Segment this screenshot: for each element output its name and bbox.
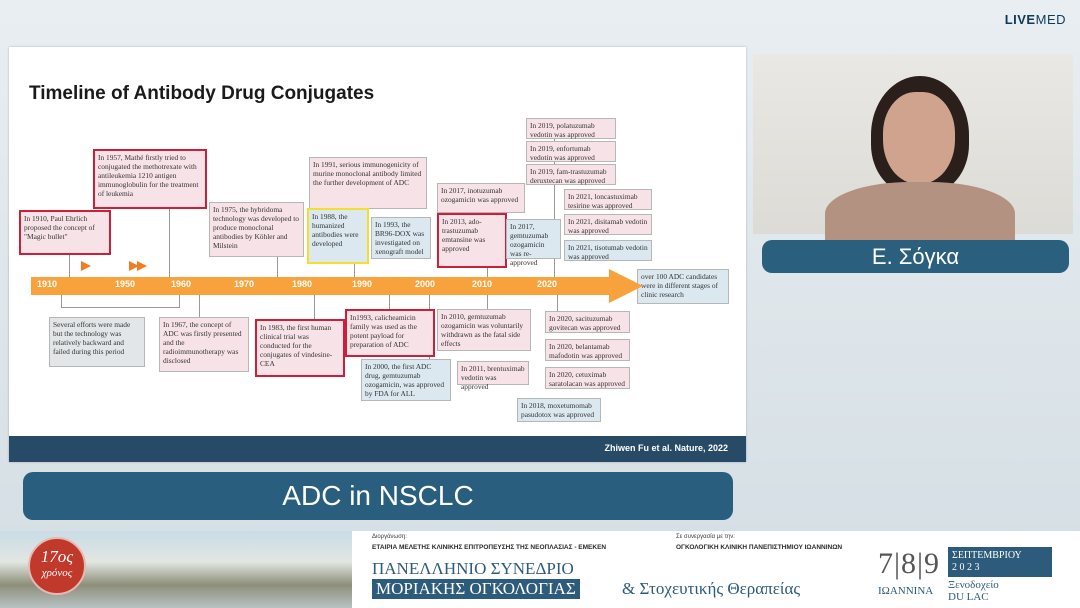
timeline-stem	[554, 132, 555, 278]
livemed-logo: LIVEMED	[1005, 12, 1066, 27]
slide-footer-bar: Zhiwen Fu et al. Nature, 2022	[9, 436, 746, 462]
event-early-efforts: Several efforts were made but the techno…	[49, 317, 145, 367]
citation: Zhiwen Fu et al. Nature, 2022	[604, 443, 728, 453]
timeline-stem	[69, 240, 70, 278]
event-2018: In 2018, moxetumomab pasudotox was appro…	[517, 398, 601, 422]
speaker-name: Ε. Σόγκα	[762, 240, 1069, 273]
brand-live: LIVE	[1004, 12, 1036, 27]
event-2011: In 2011, brentuximab vedotin was approve…	[457, 361, 529, 391]
venue-line-2: DU LAC	[948, 591, 989, 603]
event-1988: In 1988, the humanized antibodies were d…	[307, 208, 369, 264]
event-2010: In 2010, gemtuzumab ozogamicin was volun…	[437, 309, 531, 351]
event-1993-br96: In 1993, the BR96-DOX was investigated o…	[371, 217, 431, 259]
year-label: 2000	[415, 279, 436, 289]
period-bracket	[61, 295, 180, 308]
timeline-stem	[169, 209, 170, 278]
conference-month: ΣΕΠΤΕΜΒΡΙΟΥ 2 0 2 3	[948, 547, 1052, 577]
timeline-arrow-head	[609, 269, 643, 303]
year-label: 1910	[37, 279, 58, 289]
presentation-slide: Timeline of Antibody Drug Conjugates In …	[9, 47, 746, 462]
event-1993-calicheamicin: In1993, calicheamicin family was used as…	[345, 309, 435, 357]
year-label: 2020	[537, 279, 558, 289]
event-2017-gemtuzumab: In 2017, gemtuzumab ozogamicin was re-ap…	[506, 219, 561, 267]
lake-photo: 17ος χρόνος	[0, 531, 352, 608]
arrow-icon	[129, 261, 139, 271]
arrow-icon	[137, 261, 147, 271]
seal-text: χρόνος	[41, 567, 73, 579]
year-label: 1960	[171, 279, 192, 289]
brand-med: MED	[1035, 12, 1066, 27]
event-1975: In 1975, the hybridoma technology was de…	[209, 202, 304, 257]
event-1991: In 1991, serious immunogenicity of murin…	[309, 157, 427, 209]
venue-line-1: Ξενοδοχείο	[948, 579, 999, 591]
timeline-arrow	[31, 277, 611, 295]
timeline-stem	[487, 259, 488, 278]
conference-line-2: ΜΟΡΙΑΚΗΣ ΟΓΚΟΛΟΓΙΑΣ	[372, 579, 580, 599]
conference-footer: 17ος χρόνος Διοργάνωση: ΕΤΑΙΡΙΑ ΜΕΛΕΤΗΣ …	[0, 531, 1080, 608]
event-2019-trastuzumab-deruxtecan: In 2019, fam-trastuzumab deruxtecan was …	[526, 164, 616, 185]
timeline-stem	[557, 295, 558, 311]
cooperation-label: Σε συνεργασία με την:	[676, 534, 735, 540]
timeline-stem	[199, 295, 200, 317]
year-label-footer: 2 0 2 3	[952, 562, 980, 573]
arrow-icon	[81, 261, 91, 271]
event-1983: In 1983, the first human clinical trial …	[255, 319, 345, 377]
conference-dates: 7|8|9	[878, 547, 941, 580]
year-label: 1970	[234, 279, 255, 289]
event-2013: In 2013, ado-trastuzumab emtansine was a…	[437, 213, 507, 268]
event-1910: In 1910, Paul Ehrlich proposed the conce…	[19, 210, 111, 255]
year-label: 2010	[472, 279, 493, 289]
anniversary-seal: 17ος χρόνος	[28, 537, 86, 595]
event-2000: In 2000, the first ADC drug, gemtuzumab …	[361, 359, 451, 401]
timeline-stem	[389, 295, 390, 309]
timeline-stem	[314, 295, 315, 319]
conference-venue: Ξενοδοχείο DU LAC	[948, 579, 999, 603]
event-over-100-candidates: over 100 ADC candidates were in differen…	[637, 269, 729, 304]
organizer-name: ΕΤΑΙΡΙΑ ΜΕΛΕΤΗΣ ΚΛΙΝΙΚΗΣ ΕΠΙΤΡΟΠΕΥΣΗΣ ΤΗ…	[372, 544, 607, 551]
slide-title: Timeline of Antibody Drug Conjugates	[29, 83, 375, 104]
seal-number: 17ος	[40, 547, 74, 566]
event-2020-belantamab: In 2020, belantamab mafodotin was approv…	[545, 339, 630, 361]
conference-line-1: ΠΑΝΕΛΛΗΝΙΟ ΣΥΝΕΔΡΙΟ	[372, 559, 574, 578]
event-1967: In 1967, the concept of ADC was firstly …	[159, 317, 249, 372]
event-2021-loncastuximab: In 2021, loncastuximab tesirine was appr…	[564, 189, 652, 210]
event-2021-tisotumab: In 2021, tisotumab vedotin was approved	[564, 240, 652, 261]
event-2020-sacituzumab: In 2020, sacituzumab govitecan was appro…	[545, 311, 630, 333]
event-1957: In 1957, Mathé firstly tried to conjugat…	[93, 149, 207, 209]
year-label: 1980	[292, 279, 313, 289]
event-2019-enfortumab: In 2019, enfortumab vedotin was approved	[526, 141, 616, 162]
speaker-face	[883, 92, 955, 184]
timeline-stem	[487, 295, 488, 309]
conference-line-3: & Στοχευτικής Θεραπείας	[622, 579, 801, 598]
talk-title-banner: ADC in NSCLC	[23, 472, 733, 520]
event-2017-inotuzumab: In 2017, inotuzumab ozogamicin was appro…	[437, 183, 525, 213]
cooperation-name: ΟΓΚΟΛΟΓΙΚΗ ΚΛΙΝΙΚΗ ΠΑΝΕΠΙΣΤΗΜΙΟΥ ΙΩΑΝΝΙΝ…	[676, 544, 843, 551]
year-label: 1950	[115, 279, 136, 289]
year-label: 1990	[352, 279, 373, 289]
timeline-stem	[277, 257, 278, 278]
event-2021-disitamab: In 2021, disitamab vedotin was approved	[564, 214, 652, 235]
event-2020-cetuximab: In 2020, cetuximab saratolacan was appro…	[545, 367, 630, 389]
speaker-video	[753, 54, 1073, 252]
event-2019-polatuzumab: In 2019, polatuzumab vedotin was approve…	[526, 118, 616, 139]
organizer-label: Διοργάνωση:	[372, 534, 407, 540]
month-label: ΣΕΠΤΕΜΒΡΙΟΥ	[952, 550, 1022, 561]
conference-city: ΙΩΑΝΝΙΝΑ	[878, 585, 934, 597]
